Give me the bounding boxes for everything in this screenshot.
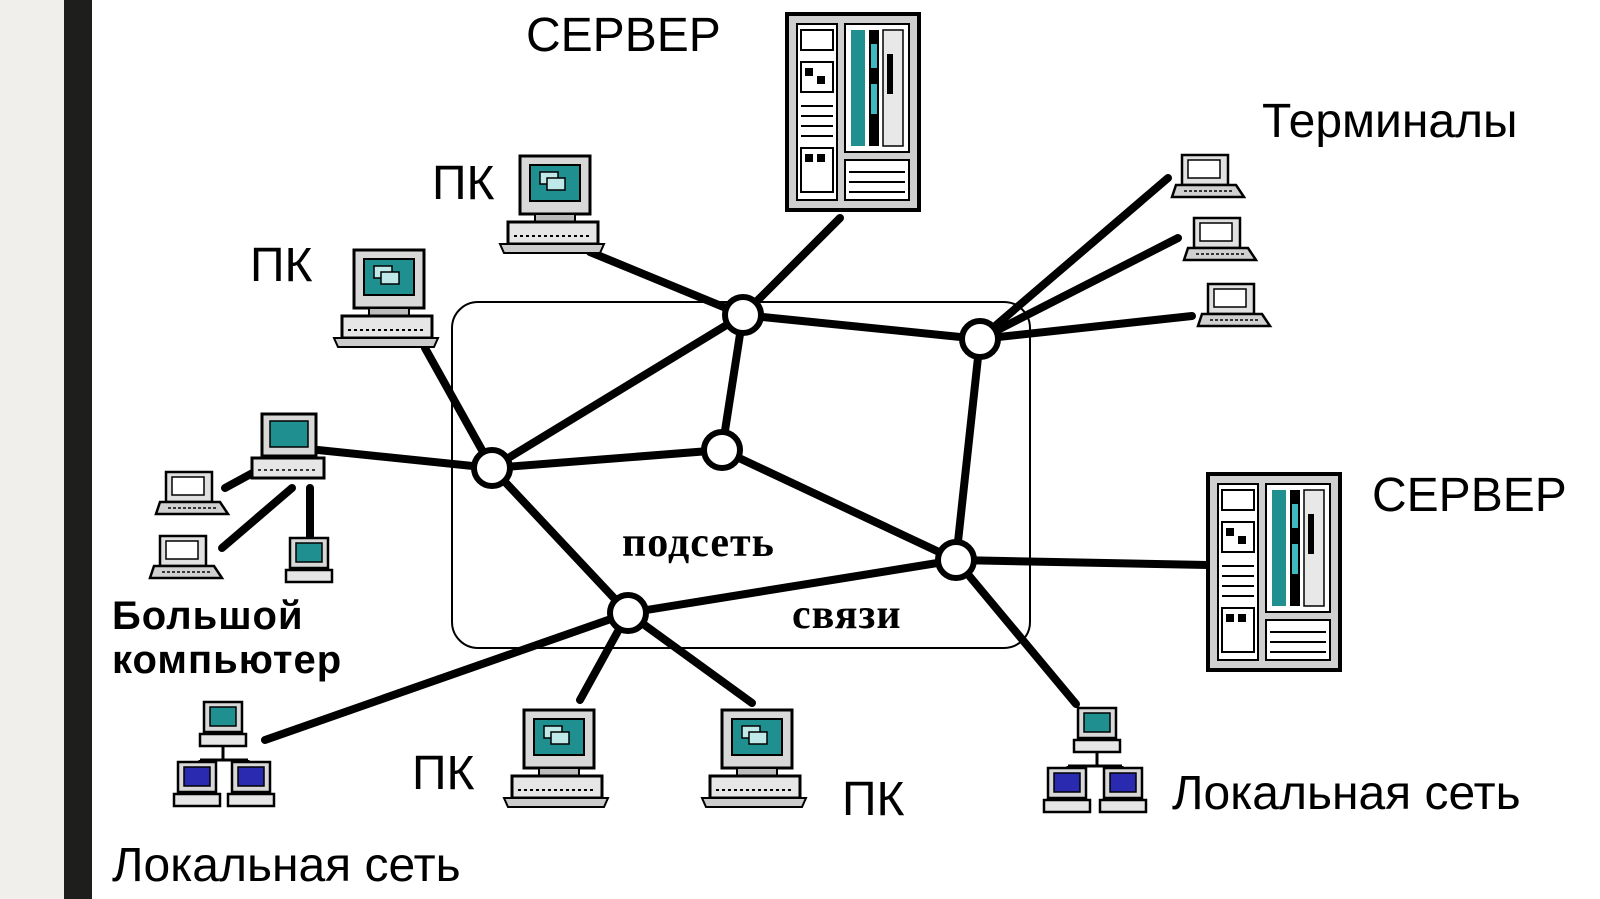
- mainframe-icon: [250, 412, 326, 480]
- pc-top-label: ПК: [432, 157, 495, 210]
- node-top-right: [959, 318, 1001, 360]
- terminals-label: Терминалы: [1262, 95, 1518, 148]
- node-left: [471, 447, 513, 489]
- server-right-icon: [1206, 472, 1342, 672]
- switching-nodes: [471, 294, 1001, 634]
- server-top-icon: [785, 12, 921, 212]
- server-top-label: СЕРВЕР: [526, 9, 721, 62]
- node-right: [935, 539, 977, 581]
- mainframe-label-line2: компьютер: [112, 638, 343, 682]
- mainframe-label-line1: Большой: [112, 594, 304, 638]
- pc-bottom-left-icon: [502, 708, 610, 809]
- pc-bottom-right-icon: [700, 708, 808, 809]
- node-bottom: [607, 592, 649, 634]
- left-margin: [0, 0, 64, 899]
- network-links: [218, 174, 1212, 744]
- terminal-1-icon: [1170, 153, 1246, 199]
- node-top: [722, 294, 764, 336]
- subnet-label-line2: связи: [792, 592, 902, 638]
- mainframe-workstation-icon: [284, 536, 334, 584]
- lan-left-icon: [172, 700, 276, 808]
- mainframe-terminal-2-icon: [148, 534, 224, 580]
- terminal-2-icon: [1182, 216, 1258, 262]
- pc-left-label: ПК: [250, 239, 313, 292]
- lan-right-icon: [1042, 706, 1148, 814]
- terminal-3-icon: [1196, 282, 1272, 328]
- lan-right-label: Локальная сеть: [1172, 767, 1521, 820]
- pc-top-icon: [498, 154, 606, 255]
- left-accent-bar: [64, 0, 92, 899]
- node-center: [701, 429, 743, 471]
- mainframe-terminal-1-icon: [154, 470, 230, 516]
- pc-bottom-left-label: ПК: [412, 747, 475, 800]
- pc-left-icon: [332, 248, 440, 349]
- subnet-label-line1: подсеть: [622, 520, 775, 566]
- server-right-label: СЕРВЕР: [1372, 469, 1567, 522]
- pc-bottom-right-label: ПК: [842, 773, 905, 826]
- lan-left-label: Локальная сеть: [112, 839, 461, 892]
